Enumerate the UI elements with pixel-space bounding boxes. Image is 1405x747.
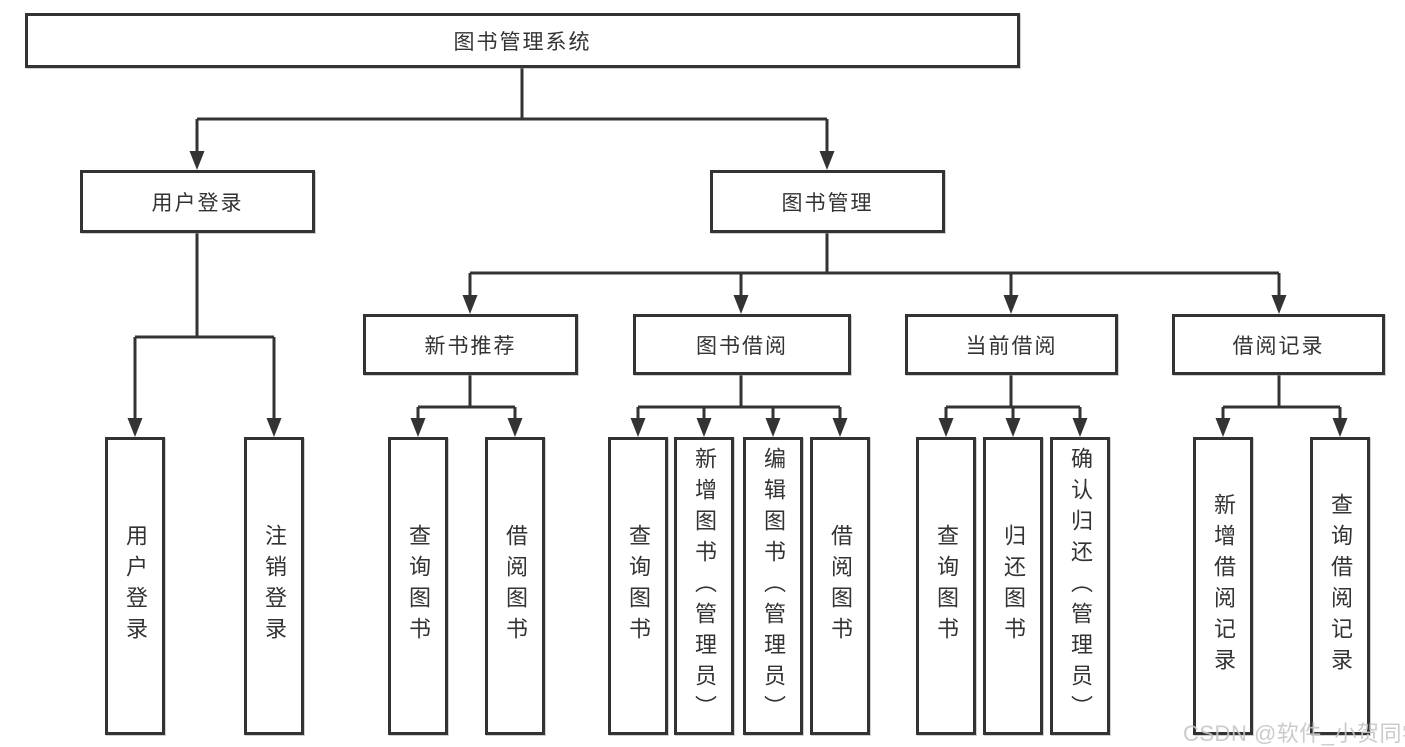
leaf-user-login: 用户登录 <box>105 437 165 735</box>
leaf-label: 新增图书（管理员） <box>692 446 717 726</box>
leaf-query-borrow-record: 查询借阅记录 <box>1310 437 1370 735</box>
leaf-label: 用户登录 <box>123 524 148 648</box>
node-book-borrowing: 图书借阅 <box>633 314 851 375</box>
node-label: 图书借阅 <box>696 334 788 358</box>
leaf-label: 新增借阅记录 <box>1211 493 1236 679</box>
watermark-text: CSDN @软件_小贺同学 <box>1183 721 1405 746</box>
leaf-add-borrow-record: 新增借阅记录 <box>1193 437 1253 735</box>
node-borrowing-records: 借阅记录 <box>1172 314 1385 375</box>
leaf-borrow-books-borrowing: 借阅图书 <box>810 437 870 735</box>
leaf-label: 借阅图书 <box>828 524 853 648</box>
leaf-label: 查询图书 <box>626 524 651 648</box>
leaf-add-book-admin: 新增图书（管理员） <box>674 437 734 735</box>
leaf-confirm-return-admin: 确认归还（管理员） <box>1050 437 1110 735</box>
node-label: 用户登录 <box>151 191 244 215</box>
leaf-label: 确认归还（管理员） <box>1068 446 1093 726</box>
node-label: 图书管理 <box>781 191 874 215</box>
node-current-borrowing: 当前借阅 <box>905 314 1118 375</box>
node-label: 借阅记录 <box>1232 334 1325 358</box>
leaf-return-book: 归还图书 <box>983 437 1043 735</box>
leaf-label: 查询借阅记录 <box>1328 493 1353 679</box>
leaf-edit-book-admin: 编辑图书（管理员） <box>743 437 803 735</box>
node-new-book-recommendation: 新书推荐 <box>363 314 578 375</box>
leaf-label: 查询图书 <box>934 524 959 648</box>
node-library-management-system: 图书管理系统 <box>25 13 1020 68</box>
leaf-label: 查询图书 <box>406 524 431 648</box>
node-label: 图书管理系统 <box>453 30 592 54</box>
leaf-label: 归还图书 <box>1001 524 1026 648</box>
leaf-label: 编辑图书（管理员） <box>761 446 786 726</box>
leaf-logout: 注销登录 <box>244 437 304 735</box>
leaf-query-books-recommend: 查询图书 <box>388 437 448 735</box>
node-book-management: 图书管理 <box>710 170 945 233</box>
leaf-query-books-current: 查询图书 <box>916 437 976 735</box>
leaf-borrow-books-recommend: 借阅图书 <box>485 437 545 735</box>
node-user-login: 用户登录 <box>80 170 315 233</box>
leaf-label: 借阅图书 <box>503 524 528 648</box>
leaf-query-books-borrowing: 查询图书 <box>608 437 668 735</box>
leaf-label: 注销登录 <box>262 524 287 648</box>
node-label: 新书推荐 <box>424 334 517 358</box>
node-label: 当前借阅 <box>965 334 1058 358</box>
